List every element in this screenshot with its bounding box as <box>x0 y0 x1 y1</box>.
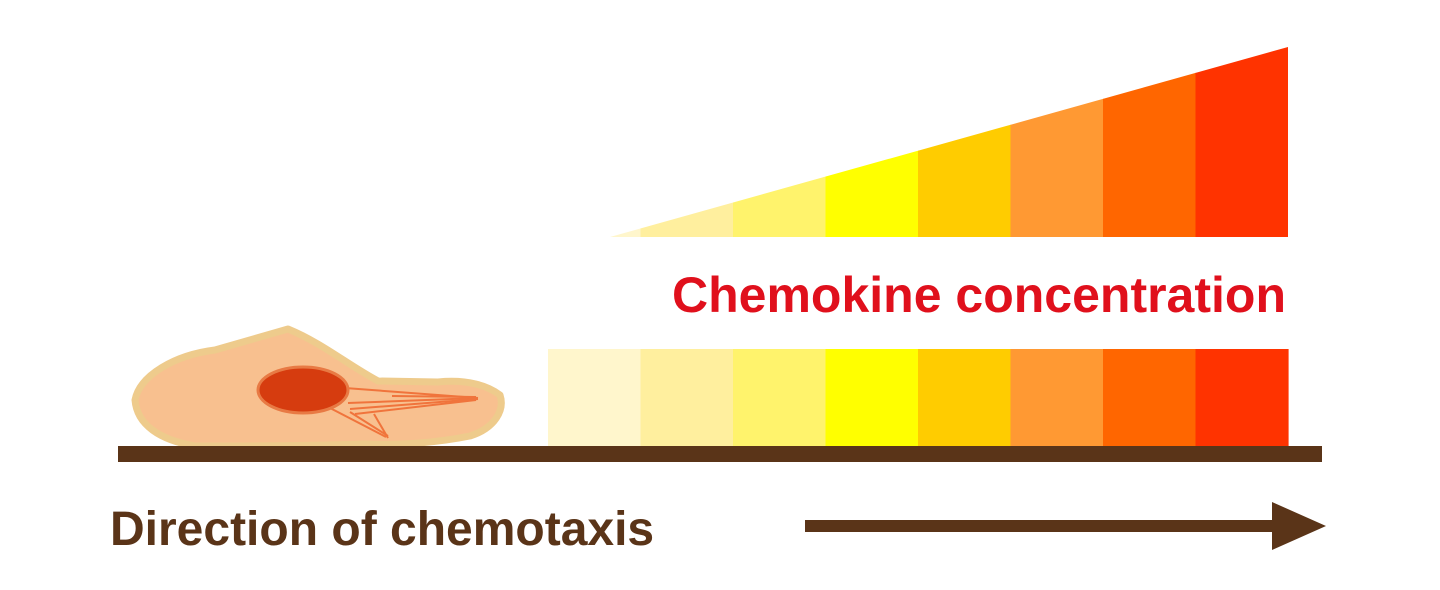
gradient-bar-segment <box>918 349 1012 446</box>
cell-nucleus <box>256 365 350 415</box>
right-arrow-icon <box>805 502 1326 550</box>
gradient-bar-segment <box>548 349 642 446</box>
chemokine-concentration-label: Chemokine concentration <box>672 267 1286 323</box>
gradient-bar-segment <box>1195 349 1289 446</box>
concentration-gradient-bars <box>548 349 1289 446</box>
gradient-bar-segment <box>1103 349 1197 446</box>
gradient-bar-segment <box>733 349 827 446</box>
wedge-segment <box>1195 47 1288 237</box>
substrate-line <box>118 446 1322 462</box>
gradient-bar-segment <box>1010 349 1104 446</box>
migrating-cell-icon <box>131 325 505 450</box>
actin-filaments <box>329 387 479 439</box>
gradient-bar-segment <box>825 349 919 446</box>
gradient-bar-segment <box>640 349 734 446</box>
direction-of-chemotaxis-label: Direction of chemotaxis <box>110 503 654 556</box>
